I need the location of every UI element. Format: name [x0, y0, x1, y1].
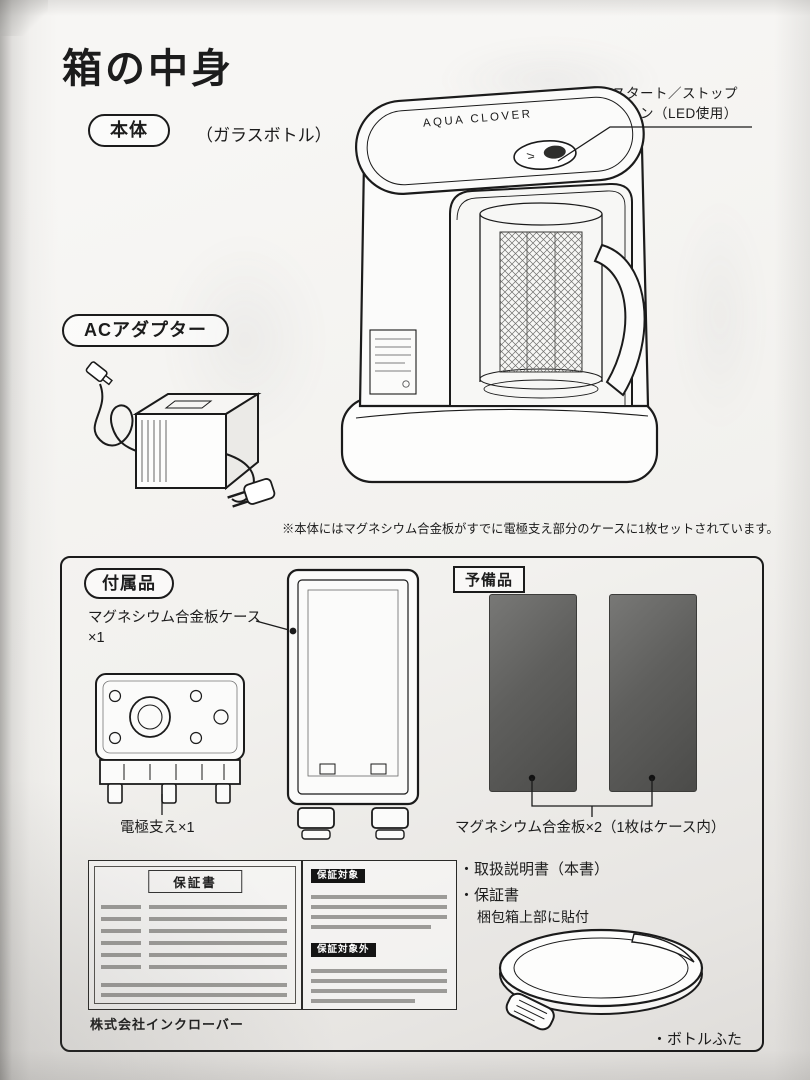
preinstalled-note: ※本体にはマグネシウム合金板がすでに電極支え部分のケースに1枚セットされています…	[282, 522, 779, 536]
electrode-support-label: 電極支え×1	[120, 820, 195, 836]
main-unit-illustration: AQUA CLOVER	[340, 86, 659, 484]
ac-adapter-illustration	[85, 361, 276, 508]
start-stop-callout-line2: ボタン（LED使用）	[612, 106, 738, 122]
magnesium-plate-2	[609, 594, 697, 792]
warranty-terms-illustration: 保証対象 保証対象外	[302, 860, 457, 1010]
page-showthrough	[655, 150, 785, 480]
company-name: 株式会社インクローバー	[90, 1017, 244, 1032]
electrode-support-illustration	[95, 673, 245, 804]
start-stop-callout-line1: スタート／ストップ	[612, 86, 738, 101]
glass-bottle-label: （ガラスボトル）	[196, 126, 332, 145]
warranty-card-illustration: 保証書	[88, 860, 302, 1010]
list-item-manual: ・取扱説明書（本書）	[459, 861, 610, 878]
warranty-card-title: 保証書	[148, 870, 242, 893]
accessories-box	[60, 556, 764, 1052]
magnesium-plate-1	[489, 594, 577, 792]
magnesium-plates-label: マグネシウム合金板×2（1枚はケース内）	[455, 820, 726, 836]
list-item-bottle-lid: ・ボトルふた	[652, 1031, 743, 1048]
warranty-card-frame	[94, 866, 296, 1004]
main-unit-badge: 本体	[88, 114, 170, 147]
page-corner-shadow	[0, 0, 48, 36]
alloy-plate-case-label-text: マグネシウム合金板ケース	[88, 610, 262, 626]
start-stop-callout: スタート／ストップ ボタン（LED使用）	[612, 84, 738, 125]
list-item-warranty-note: 梱包箱上部に貼付	[477, 909, 589, 925]
spare-parts-badge: 予備品	[453, 566, 526, 593]
bottle-lid-illustration	[498, 928, 704, 1031]
list-item-warranty: ・保証書	[459, 887, 520, 904]
alloy-plate-case-label: マグネシウム合金板ケース ×1	[88, 608, 261, 649]
page-title: 箱の中身	[62, 47, 234, 91]
alloy-plate-case-count: ×1	[88, 630, 105, 647]
accessories-badge: 付属品	[84, 568, 174, 600]
warranty-covered-label: 保証対象	[311, 869, 366, 884]
warranty-not-covered-label: 保証対象外	[311, 943, 376, 958]
alloy-plate-case-illustration	[286, 568, 420, 840]
ac-adapter-badge: ACアダプター	[62, 314, 229, 347]
